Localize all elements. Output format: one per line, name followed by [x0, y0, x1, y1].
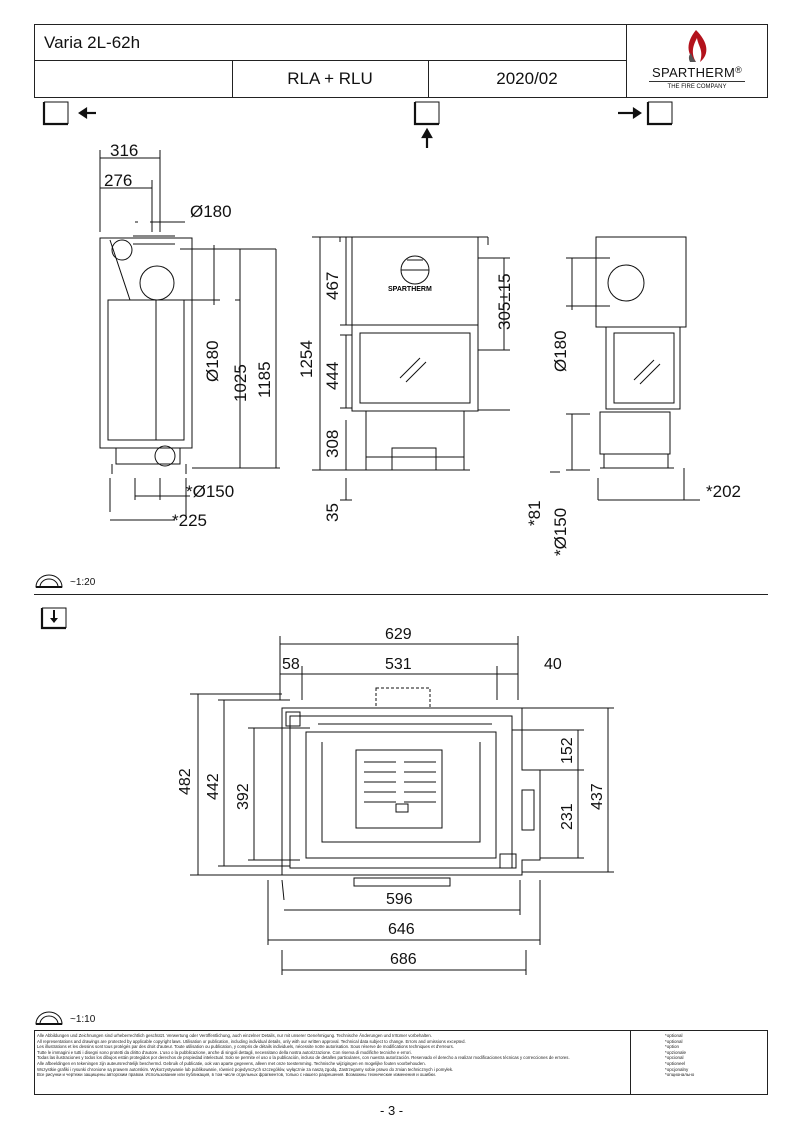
dim-d180-left: Ø180: [203, 340, 222, 382]
side-view-right: [550, 236, 700, 501]
dim-d150-right-opt: *Ø150: [551, 508, 570, 556]
dim-686: 686: [390, 951, 417, 968]
revision-date: 2020/02: [496, 69, 558, 88]
title-divider-h: [34, 60, 626, 61]
dim-d180-right: Ø180: [551, 330, 570, 372]
dim-d180-top: Ø180: [190, 202, 232, 221]
dim-392: 392: [235, 783, 252, 810]
optional-legend: *optional *optional *option *opzionale *…: [665, 1033, 695, 1078]
page-number: - 3 -: [380, 1103, 404, 1118]
dim-1254: 1254: [297, 340, 316, 378]
footer-box: [34, 1030, 768, 1095]
flame-icon: [688, 30, 707, 62]
dim-81-opt: *81: [525, 500, 544, 526]
brand-name: SPARTHERM: [651, 65, 736, 80]
dim-531: 531: [385, 656, 412, 673]
dim-442: 442: [205, 773, 222, 800]
dim-202-opt: *202: [706, 482, 741, 501]
dim-444: 444: [323, 362, 342, 390]
dim-1185: 1185: [255, 361, 274, 398]
dim-482: 482: [177, 768, 194, 795]
view-left-icon: [42, 101, 96, 126]
dim-152: 152: [559, 737, 576, 764]
dim-308: 308: [323, 430, 342, 458]
title-divider-v1: [232, 60, 233, 98]
dim-40: 40: [544, 656, 562, 673]
dim-225-opt: *225: [172, 511, 207, 530]
title-divider-v3: [626, 24, 627, 98]
brand-logo: SPARTHERM® THE FIRE COMPANY: [627, 25, 767, 97]
title-block: [34, 24, 768, 98]
dim-305-15: 305±15: [495, 273, 514, 330]
dim-646: 646: [388, 921, 415, 938]
model-name: Varia 2L-62h: [44, 33, 141, 52]
brand-registered-mark: ®: [735, 65, 743, 75]
section-divider: [34, 594, 768, 595]
scale-icon-lower: [35, 1011, 63, 1025]
variant-label: RLA + RLU: [287, 69, 373, 88]
front-emblem-text: SPARTHERM: [388, 286, 432, 293]
dim-629: 629: [385, 626, 412, 643]
dim-276: 276: [104, 171, 132, 190]
dim-437: 437: [589, 783, 606, 810]
dim-35: 35: [323, 503, 342, 522]
dim-596: 596: [386, 891, 413, 908]
view-right-icon: [618, 101, 673, 126]
brand-tagline: THE FIRE COMPANY: [667, 84, 727, 90]
scale-icon-upper: [35, 574, 63, 588]
dim-467: 467: [323, 272, 342, 300]
dim-231: 231: [559, 803, 576, 830]
view-front-icon: [413, 101, 440, 148]
side-view-left: [99, 150, 280, 521]
dim-1025: 1025: [231, 364, 250, 402]
title-divider-v2: [428, 60, 429, 98]
copyright-disclaimer: Alle Abbildungen und Zeichnungen sind ur…: [37, 1033, 570, 1078]
dim-316: 316: [110, 141, 138, 160]
dim-58: 58: [282, 656, 300, 673]
dim-d150-opt: *Ø150: [186, 482, 234, 501]
top-view-drawing: 629 58 531 40 482 442 392 152 231 437 59…: [177, 626, 614, 975]
view-top-icon: [40, 607, 67, 630]
front-view: [312, 236, 510, 501]
upper-views-drawing: 316 276 Ø180 Ø180 1025 1185 *Ø150 *225 4…: [42, 101, 741, 556]
scale-label-lower: ~1:10: [70, 1014, 96, 1025]
scale-label-upper: ~1:20: [70, 577, 96, 588]
